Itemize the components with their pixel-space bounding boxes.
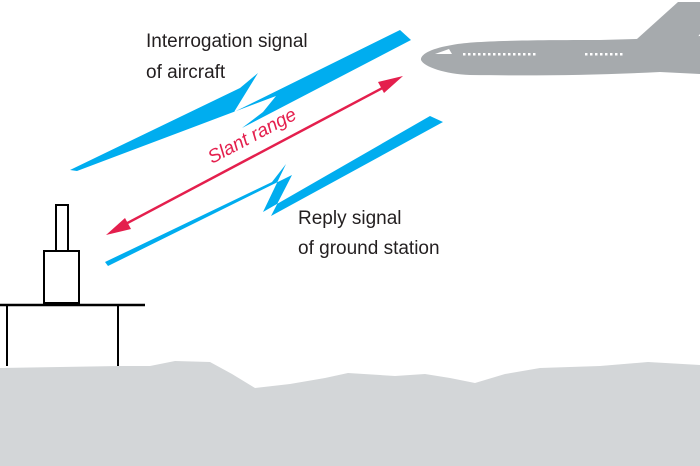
reply-signal [105, 116, 443, 266]
aircraft-window [610, 53, 613, 56]
ground-terrain [0, 361, 700, 466]
reply-label-line1: Reply signal [298, 208, 402, 229]
aircraft-tail-fin [628, 2, 700, 47]
aircraft-window [463, 53, 466, 56]
reply-label-line2: of ground station [298, 238, 440, 259]
slant-arrowhead-ground [106, 218, 131, 235]
aircraft-window [478, 53, 481, 56]
aircraft-window [585, 53, 588, 56]
slant-arrowhead-aircraft [378, 76, 403, 93]
aircraft-windows [463, 53, 623, 56]
aircraft-window [600, 53, 603, 56]
interrogation-label-line2: of aircraft [146, 62, 226, 83]
aircraft-window [595, 53, 598, 56]
aircraft-window [508, 53, 511, 56]
aircraft-window [468, 53, 471, 56]
slant-range-arrow [106, 76, 403, 235]
aircraft-window [605, 53, 608, 56]
aircraft-window [528, 53, 531, 56]
aircraft-cockpit-window [435, 49, 452, 54]
aircraft-window [620, 53, 623, 56]
aircraft-window [533, 53, 536, 56]
aircraft-window [518, 53, 521, 56]
station-antenna [55, 204, 69, 252]
aircraft-fuselage [420, 36, 700, 76]
aircraft-window [513, 53, 516, 56]
interrogation-signal [70, 30, 411, 171]
interrogation-label-line1: Interrogation signal [146, 31, 308, 52]
aircraft-window [523, 53, 526, 56]
aircraft-window [498, 53, 501, 56]
aircraft [420, 2, 700, 76]
ground-station [0, 204, 145, 366]
aircraft-window [488, 53, 491, 56]
aircraft-window [483, 53, 486, 56]
station-building [43, 250, 80, 304]
aircraft-window [473, 53, 476, 56]
aircraft-window [615, 53, 618, 56]
aircraft-window [503, 53, 506, 56]
aircraft-window [590, 53, 593, 56]
aircraft-window [493, 53, 496, 56]
